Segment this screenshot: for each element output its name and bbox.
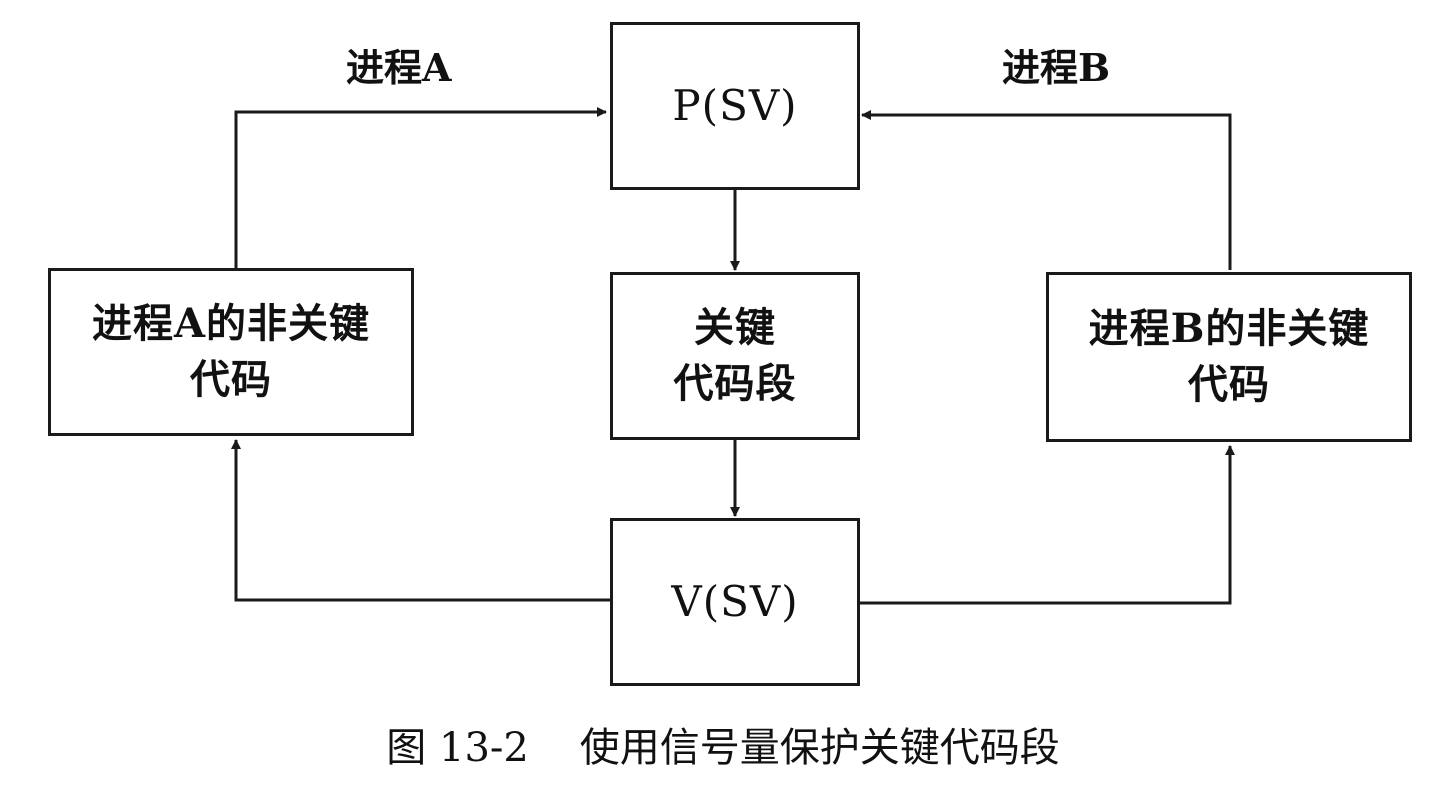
p-operation-box: P(SV) xyxy=(610,22,860,190)
process-a-noncritical-label-line1: 进程A的非关键 xyxy=(91,300,371,347)
v-operation-label: V(SV) xyxy=(671,577,799,626)
process-b-noncritical-label-line1: 进程B的非关键 xyxy=(1088,305,1370,352)
arrow-v-to-noncritical-a xyxy=(231,439,610,602)
process-b-noncritical-label-line2: 代码 xyxy=(1188,361,1270,408)
figure-caption: 图 13-2 使用信号量保护关键代码段 xyxy=(386,725,1060,771)
p-operation-label: P(SV) xyxy=(672,81,798,130)
process-b-noncritical-box: 进程B的非关键 代码 xyxy=(1046,272,1412,442)
process-a-noncritical-box: 进程A的非关键 代码 xyxy=(48,268,414,436)
arrow-v-to-noncritical-b xyxy=(860,445,1235,605)
process-a-noncritical-label-line2: 代码 xyxy=(190,356,272,403)
critical-section-label-line2: 代码段 xyxy=(673,360,797,407)
critical-section-label-line1: 关键 xyxy=(694,304,776,351)
critical-section-box: 关键 代码段 xyxy=(610,272,860,440)
process-b-label: 进程B xyxy=(1002,45,1111,90)
arrow-noncritical-b-to-p xyxy=(861,110,1232,270)
process-a-label: 进程A xyxy=(346,45,452,90)
v-operation-box: V(SV) xyxy=(610,518,860,686)
arrow-noncritical-a-to-p xyxy=(234,107,607,268)
